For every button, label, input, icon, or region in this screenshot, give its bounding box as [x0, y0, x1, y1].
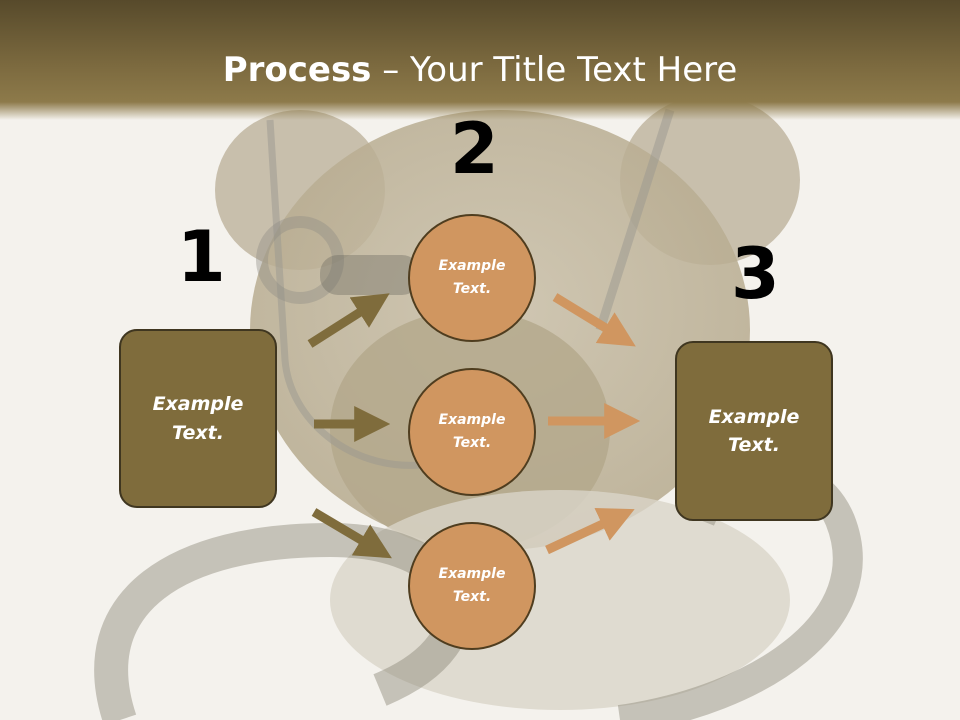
start-box-line-1: Example [152, 393, 244, 415]
circle-3-line-2: Text. [452, 589, 492, 605]
process-circle-2: Example Text. [408, 368, 536, 496]
circle-2-text: Example Text. [427, 409, 517, 455]
end-box-line-1: Example [708, 405, 800, 428]
end-box-text: Example Text. [699, 403, 809, 460]
start-box-line-2: Text. [172, 421, 224, 444]
arrow-circle-1-to-right [552, 293, 636, 347]
circle-1-line-2: Text. [452, 281, 492, 297]
step-number-3: 3 [731, 233, 780, 315]
step-number-1: 1 [177, 216, 226, 298]
step-number-2: 2 [450, 108, 499, 190]
end-box: Example Text. [675, 341, 833, 521]
slide-title: Process – Your Title Text Here [0, 50, 960, 90]
circle-3-line-1: Example [438, 565, 506, 582]
circle-3-text: Example Text. [427, 563, 517, 609]
circle-1-text: Example Text. [427, 255, 517, 301]
circle-2-line-2: Text. [452, 435, 492, 451]
arrow-left-to-circle-3 [311, 508, 392, 559]
start-box: Example Text. [119, 329, 277, 508]
end-box-line-2: Text. [728, 434, 780, 456]
title-band [0, 0, 960, 120]
title-strong: Process [222, 50, 372, 90]
process-circle-1: Example Text. [408, 214, 536, 342]
circle-2-line-1: Example [438, 411, 506, 428]
start-box-text: Example Text. [143, 390, 253, 447]
process-circle-3: Example Text. [408, 522, 536, 650]
arrow-circle-3-to-right [545, 508, 635, 555]
title-rest: – Your Title Text Here [371, 50, 738, 90]
arrow-left-to-circle-1 [307, 293, 390, 348]
circle-1-line-1: Example [438, 257, 506, 274]
